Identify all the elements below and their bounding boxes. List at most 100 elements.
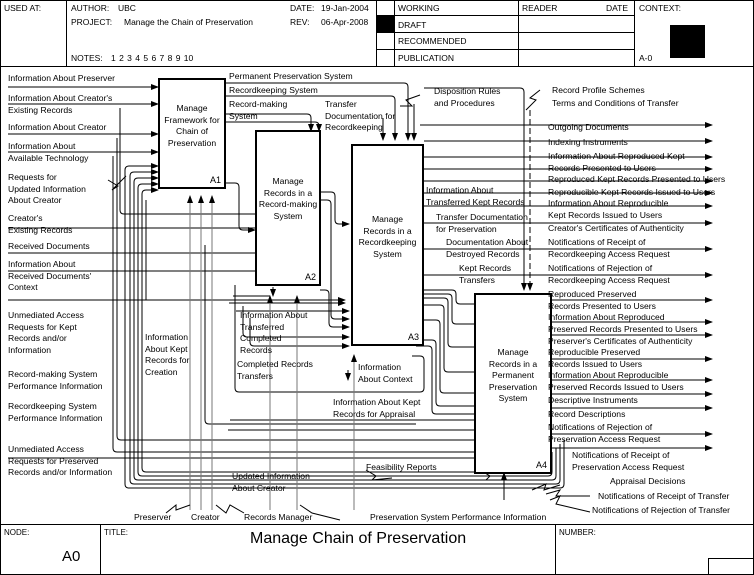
activity-box-a1[interactable]: Manage Framework for Chain of Preservati… <box>158 78 226 189</box>
output-label: Information About Reproducible Kept Reco… <box>548 198 669 220</box>
output-label: Outgoing Documents <box>548 122 629 132</box>
activity-id: A2 <box>304 272 316 282</box>
activity-box-a4[interactable]: Manage Records in a Permanent Preservati… <box>474 293 552 474</box>
flow-arrow <box>320 191 350 227</box>
flow-line <box>165 503 191 514</box>
flow-arrow <box>416 345 485 417</box>
flow-label: Documentation About Destroyed Records <box>446 237 529 259</box>
control-label: Record Profile Schemes <box>552 85 645 95</box>
flow-arrow <box>424 304 485 375</box>
input-label: Creator's Existing Records <box>8 213 73 235</box>
activity-box-a2[interactable]: Manage Records in a Record-making System… <box>255 130 321 286</box>
flow-line <box>531 483 561 491</box>
context-box <box>670 25 705 58</box>
output-label: Reproducible Kept Records Issued to User… <box>548 187 716 197</box>
control-label: Record-making System <box>229 99 288 121</box>
input-label: Information About Preserver <box>8 73 115 83</box>
activity-id: A4 <box>535 460 547 470</box>
flow-arrow <box>424 289 485 307</box>
input-label: Requests for Updated Information About C… <box>8 172 86 205</box>
flow-arrow <box>242 306 350 340</box>
flow-label: Information About Transferred Kept Recor… <box>426 185 525 207</box>
output-label: Information About Reproducible Preserved… <box>548 370 684 392</box>
flow-arrow <box>116 138 485 443</box>
activity-box-a3[interactable]: Manage Records in a Recordkeeping System… <box>351 144 424 346</box>
rev-value: 06-Apr-2008 <box>321 17 369 27</box>
flow-arrow <box>320 199 350 322</box>
flow-line <box>107 175 127 191</box>
control-label: Permanent Preservation System <box>229 71 353 81</box>
activity-title: Manage Records in a Recordkeeping System <box>358 214 417 259</box>
flow-arrow <box>226 182 256 233</box>
activity-title: Manage Records in a Permanent Preservati… <box>488 347 538 403</box>
input-label: Information About Creator's Existing Rec… <box>8 93 113 115</box>
output-label: Preserver's Certificates of Authenticity <box>548 336 693 346</box>
flow-arrow <box>226 95 398 141</box>
flow-arrow <box>226 121 322 132</box>
output-label: Reproduced Preserved Records Presented t… <box>548 289 656 311</box>
flow-arrow <box>249 318 350 349</box>
control-label: Disposition Rules and Procedures <box>434 86 501 108</box>
flow-label: Completed Records Transfers <box>237 359 313 381</box>
flow-arrow <box>424 319 485 396</box>
input-label: Record-making System Performance Informa… <box>8 369 103 391</box>
output-label: Reproduced Kept Records Presented to Use… <box>548 174 726 184</box>
flow-arrow <box>133 175 159 183</box>
header-divider <box>0 66 754 67</box>
input-label: Recordkeeping System Performance Informa… <box>8 401 103 423</box>
flow-arrow <box>137 181 159 189</box>
number-label: NUMBER: <box>559 528 596 537</box>
flow-arrow <box>320 289 350 330</box>
input-label: Information About Creator <box>8 122 107 132</box>
output-label: Creator's Certificates of Authenticity <box>548 223 684 233</box>
flow-label: Updated Information About Creator <box>232 471 310 493</box>
node-label: NODE: <box>4 528 30 537</box>
output-label: Notifications of Receipt of Transfer <box>598 491 730 501</box>
output-label: Indexing Instruments <box>548 137 628 147</box>
flow-line <box>299 504 341 521</box>
used-at-label: USED AT: <box>4 3 42 13</box>
control-label: Transfer Documentation for Recordkeeping <box>325 99 396 132</box>
output-label: Information About Reproduced Preserved R… <box>548 312 698 334</box>
header-col-divider <box>518 0 519 66</box>
footer-number-box <box>708 558 709 575</box>
title-label: TITLE: <box>104 528 129 537</box>
footer-divider <box>0 524 754 525</box>
flow-arrow <box>424 297 485 350</box>
output-label: Record Descriptions <box>548 409 626 419</box>
control-label: Terms and Conditions of Transfer <box>552 98 679 108</box>
flow-arrow <box>226 113 314 132</box>
date-label: DATE: <box>290 3 315 13</box>
flow-line <box>400 94 421 107</box>
context-label: CONTEXT: <box>639 3 682 13</box>
reader-date-label: DATE <box>606 3 629 13</box>
footer-col-divider <box>100 524 101 575</box>
context-node: A-0 <box>639 53 653 63</box>
flow-arrow <box>124 163 159 171</box>
flow-arrow <box>424 293 485 327</box>
flow-arrow <box>129 169 159 177</box>
header-col-divider <box>634 0 635 66</box>
flow-arrow <box>420 339 485 409</box>
project-label: PROJECT: <box>71 17 113 27</box>
mechanism-label: Preserver <box>134 512 172 522</box>
project-value: Manage the Chain of Preservation <box>124 17 253 27</box>
date-value: 19-Jan-2004 <box>321 3 369 13</box>
header-col-divider <box>376 0 377 66</box>
diagram-title: Manage Chain of Preservation <box>250 530 467 547</box>
flow-line <box>234 285 425 393</box>
input-label: Unmediated Access Requests for Preserved… <box>8 444 113 477</box>
mechanism-label: Creator <box>191 512 220 522</box>
output-label: Notifications of Receipt of Recordkeepin… <box>548 237 670 259</box>
activity-id: A1 <box>209 175 221 185</box>
reader-label: READER <box>522 3 558 13</box>
flow-label: Information About Kept Records for Appra… <box>333 397 421 419</box>
flow-arrow <box>141 187 159 195</box>
status-row-divider <box>376 15 634 16</box>
input-label: Information About Available Technology <box>8 141 89 163</box>
input-label: Unmediated Access Requests for Kept Reco… <box>8 310 84 355</box>
notes-label: NOTES: <box>71 53 103 63</box>
flow-line <box>133 448 557 481</box>
activity-title: Manage Framework for Chain of Preservati… <box>164 103 220 148</box>
status-row-divider <box>376 49 634 50</box>
